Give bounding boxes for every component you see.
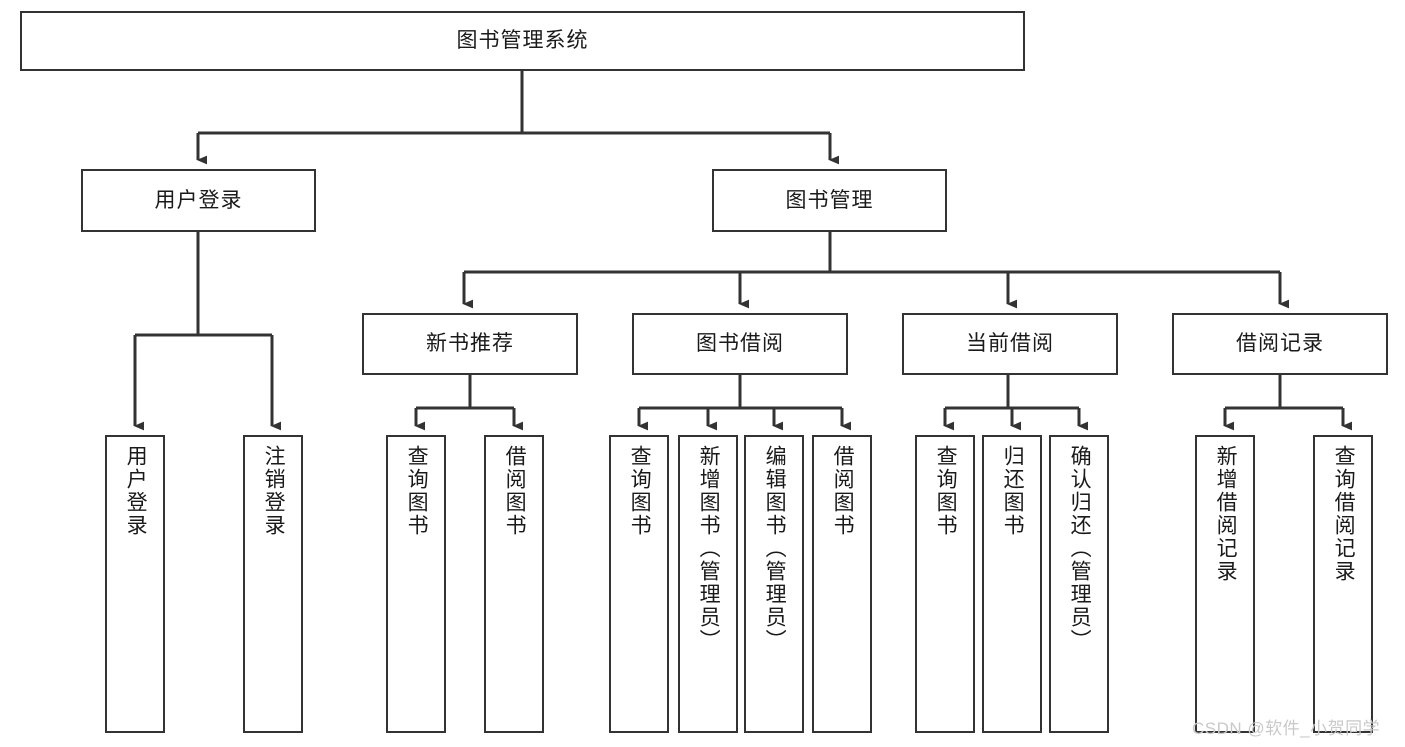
- node-leaf-query-book-3[interactable]: 查询图书: [915, 435, 975, 733]
- node-leaf-borrow-book-2[interactable]: 借阅图书: [812, 435, 872, 733]
- node-leaf-query-book-2[interactable]: 查询图书: [609, 435, 669, 733]
- node-leaf-logout[interactable]: 注销登录: [243, 435, 303, 733]
- node-leaf-add-book[interactable]: 新增图书（管理员）: [678, 435, 738, 733]
- node-leaf-borrow-book-1[interactable]: 借阅图书: [484, 435, 544, 733]
- node-leaf-add-book-label: 新增图书（管理员）: [697, 445, 721, 652]
- node-leaf-query-record-label: 查询借阅记录: [1332, 445, 1356, 583]
- node-leaf-confirm-return[interactable]: 确认归还（管理员）: [1049, 435, 1109, 733]
- csdn-watermark: CSDN @软件_小贺同学: [1192, 719, 1381, 738]
- node-leaf-query-record[interactable]: 查询借阅记录: [1313, 435, 1373, 733]
- node-book-manage-label: 图书管理: [785, 188, 874, 212]
- node-root-label: 图书管理系统: [456, 29, 589, 53]
- node-leaf-query-book-2-label: 查询图书: [628, 445, 652, 537]
- node-leaf-user-login-label: 用户登录: [124, 445, 148, 537]
- node-leaf-user-login[interactable]: 用户登录: [105, 435, 165, 733]
- node-new-book-rec-label: 新书推荐: [426, 332, 514, 356]
- node-leaf-return-book-label: 归还图书: [1001, 445, 1025, 537]
- node-leaf-query-book-1-label: 查询图书: [405, 445, 429, 537]
- node-root[interactable]: 图书管理系统: [20, 11, 1025, 71]
- node-leaf-query-book-3-label: 查询图书: [934, 445, 958, 537]
- node-book-borrow[interactable]: 图书借阅: [632, 313, 848, 375]
- node-leaf-add-record-label: 新增借阅记录: [1214, 445, 1238, 583]
- node-leaf-borrow-book-2-label: 借阅图书: [831, 445, 855, 537]
- node-user-login-label: 用户登录: [154, 188, 243, 212]
- node-leaf-query-book-1[interactable]: 查询图书: [386, 435, 446, 733]
- node-leaf-borrow-book-1-label: 借阅图书: [503, 445, 527, 537]
- node-borrow-record-label: 借阅记录: [1236, 332, 1324, 356]
- node-user-login[interactable]: 用户登录: [81, 169, 316, 232]
- node-leaf-add-record[interactable]: 新增借阅记录: [1195, 435, 1255, 733]
- node-leaf-edit-book[interactable]: 编辑图书（管理员）: [744, 435, 804, 733]
- node-borrow-record[interactable]: 借阅记录: [1172, 313, 1388, 375]
- node-leaf-return-book[interactable]: 归还图书: [982, 435, 1042, 733]
- node-new-book-rec[interactable]: 新书推荐: [362, 313, 578, 375]
- node-leaf-logout-label: 注销登录: [262, 445, 286, 537]
- node-current-borrow-label: 当前借阅: [966, 332, 1054, 356]
- node-book-manage[interactable]: 图书管理: [712, 169, 947, 232]
- node-leaf-confirm-return-label: 确认归还（管理员）: [1068, 445, 1092, 652]
- node-book-borrow-label: 图书借阅: [696, 332, 784, 356]
- node-leaf-edit-book-label: 编辑图书（管理员）: [763, 445, 787, 652]
- node-current-borrow[interactable]: 当前借阅: [902, 313, 1118, 375]
